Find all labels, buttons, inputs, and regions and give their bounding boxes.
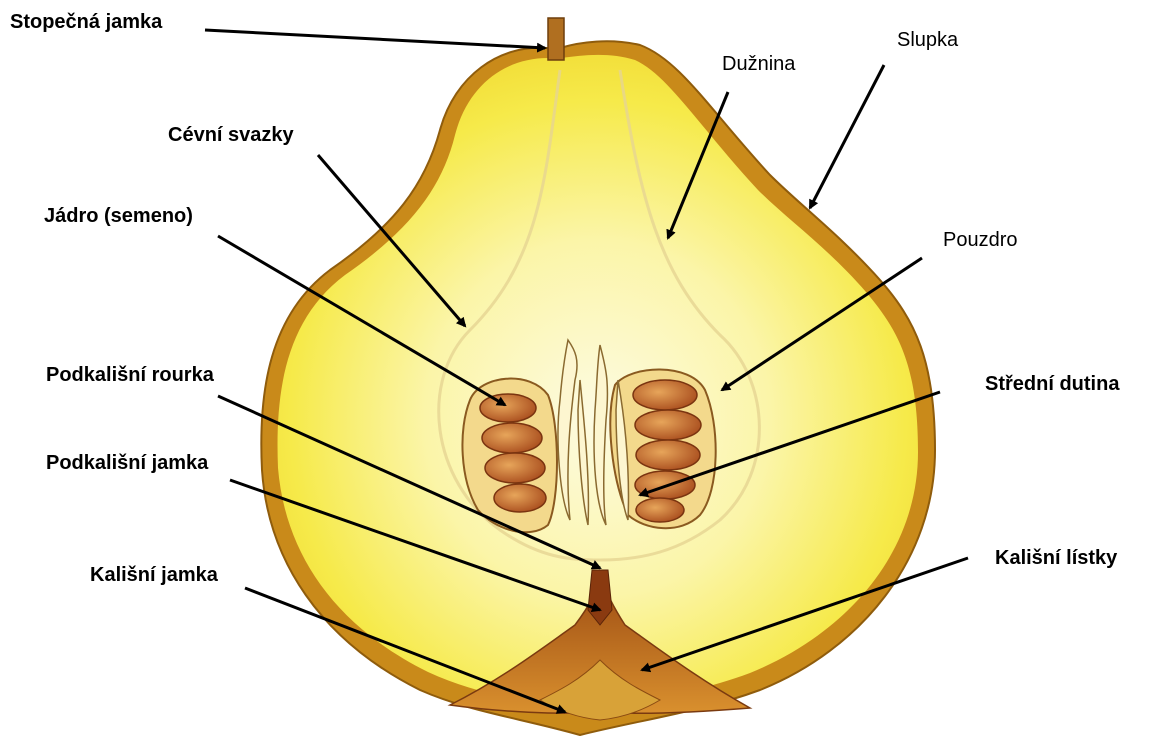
stem <box>548 18 564 60</box>
label-jadro-semeno: Jádro (semeno) <box>44 204 193 228</box>
label-kalisni-listky: Kališní lístky <box>995 546 1117 570</box>
label-cevni-svazky: Cévní svazky <box>168 123 294 147</box>
label-slupka: Slupka <box>897 28 958 52</box>
label-stopecna-jamka: Stopečná jamka <box>10 10 162 34</box>
label-pouzdro: Pouzdro <box>943 228 1018 252</box>
label-stredni-dutina: Střední dutina <box>985 372 1119 396</box>
arrow-slupka <box>810 65 884 208</box>
label-duznina: Dužnina <box>722 52 795 76</box>
label-podkalisni-rourka: Podkališní rourka <box>46 363 214 387</box>
arrow-stopecna-jamka <box>205 30 545 48</box>
label-kalisni-jamka: Kališní jamka <box>90 563 218 587</box>
label-podkalisni-jamka: Podkališní jamka <box>46 451 208 475</box>
